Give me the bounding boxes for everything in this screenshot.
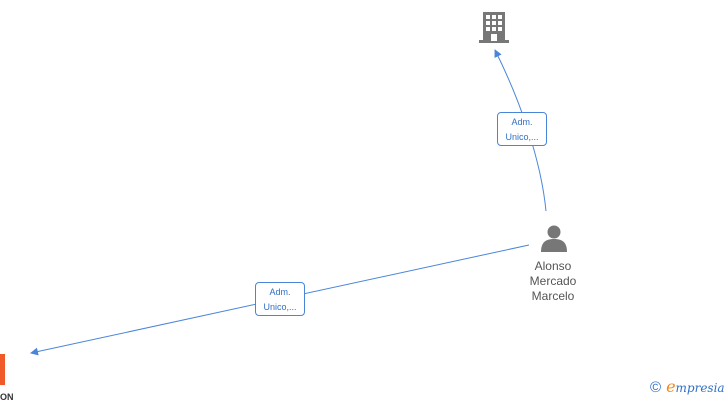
edge-label-line: Unico,...	[263, 302, 297, 312]
brand-logo[interactable]: e mpresia	[666, 379, 725, 396]
brand-initial: e	[666, 377, 676, 396]
edge-label-line: Unico,...	[505, 132, 539, 142]
person-name-line: Alonso	[534, 259, 572, 273]
edge-label-line: Adm.	[511, 117, 533, 127]
copyright-icon: ©	[650, 378, 662, 396]
edge-label-company[interactable]: Adm. Unico,...	[497, 112, 547, 146]
orange-company-caption: ON	[0, 392, 14, 402]
copyright-footer: © e mpresia	[650, 379, 725, 396]
edge-label-line: Adm.	[269, 287, 291, 297]
person-name-line: Mercado	[529, 274, 577, 288]
person-icon[interactable]	[541, 225, 567, 253]
building-icon[interactable]	[479, 12, 509, 43]
orange-company-icon[interactable]	[0, 354, 5, 385]
person-name-label[interactable]: Alonso Mercado Marcelo	[513, 259, 593, 304]
person-name-line: Marcelo	[531, 289, 575, 303]
brand-name: mpresia	[675, 381, 725, 395]
edge-label-orange-company[interactable]: Adm. Unico,...	[255, 282, 305, 316]
